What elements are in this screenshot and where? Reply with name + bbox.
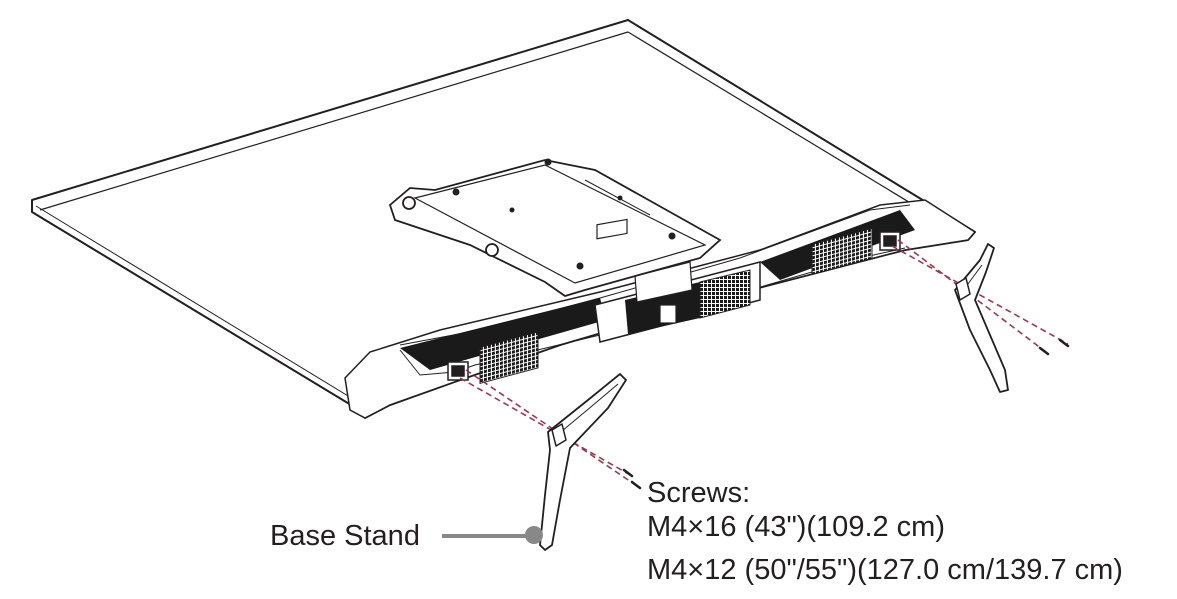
mount-socket-left [447,361,469,381]
mount-plate [388,158,722,297]
base-stand-right [954,243,1009,393]
base-stand-left [539,373,627,551]
screws-spec-50-55-label: M4×12 (50"/55")(127.0 cm/139.7 cm) [647,554,1123,586]
screws-spec-43-label: M4×16 (43")(109.2 cm) [647,511,946,543]
base-stand-callout [442,526,543,544]
speaker-grille-left [400,298,606,385]
mount-socket-right [879,231,901,251]
speaker-grille-right [760,210,915,280]
screws-title-label: Screws: [647,477,751,509]
base-stand-label: Base Stand [270,520,420,552]
screw-icon [622,338,1070,490]
center-port-panel [594,261,761,343]
